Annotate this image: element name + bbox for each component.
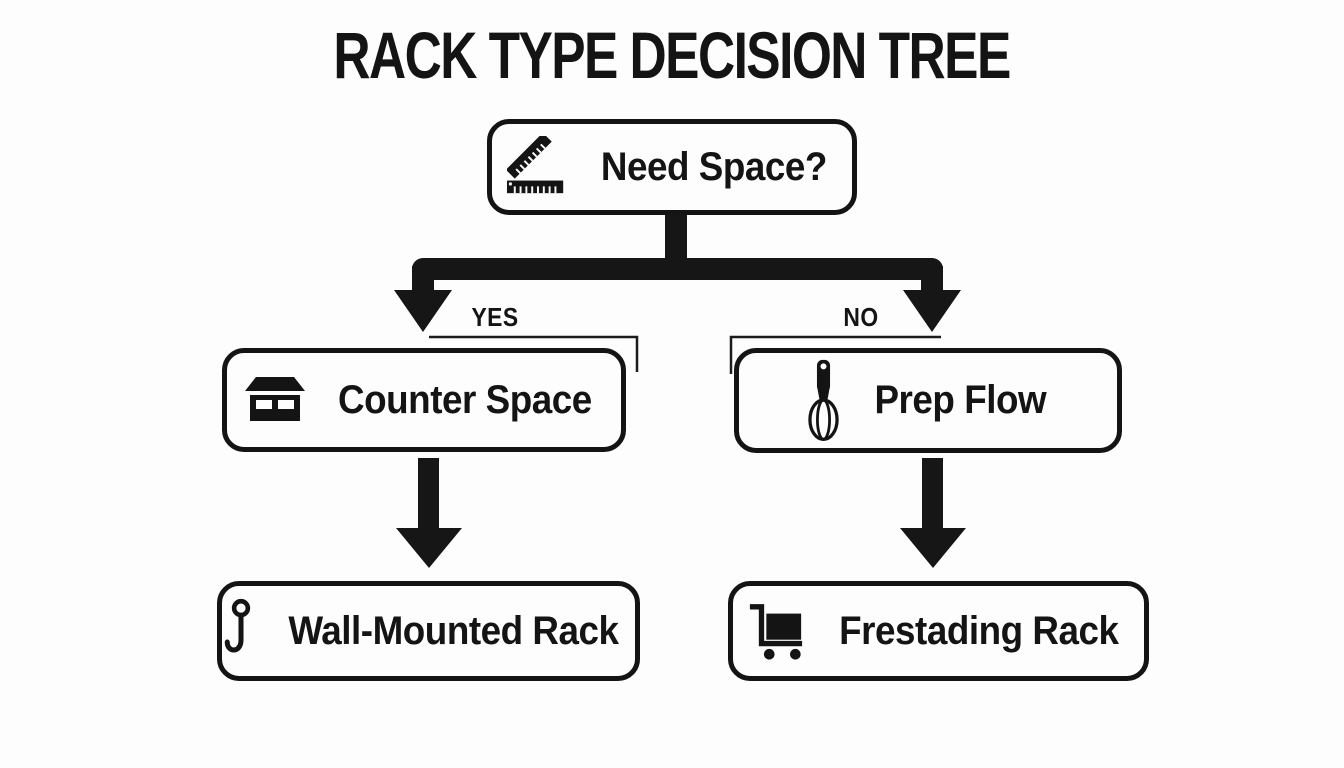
node-label: Frestading Rack xyxy=(838,608,1119,653)
hook-icon xyxy=(224,598,258,664)
counter-down-arrowhead-icon xyxy=(396,528,462,568)
node-label: Prep Flow xyxy=(874,378,1047,422)
cart-icon xyxy=(747,599,805,663)
prep-down-arrowhead-icon xyxy=(900,528,966,568)
ruler-icon xyxy=(507,136,569,198)
page-title-text: RACK TYPE DECISION TREE xyxy=(333,18,1012,92)
counter-down-arrow-shaft xyxy=(418,458,439,530)
branch-bar xyxy=(412,258,943,280)
yes-branch-label: YES xyxy=(471,302,519,332)
whisk-icon xyxy=(802,358,845,444)
yes-arrowhead-icon xyxy=(394,290,452,332)
no-arrowhead-icon xyxy=(903,290,961,332)
counter-icon xyxy=(245,375,306,425)
node-counter-space: Counter Space xyxy=(222,348,626,452)
prep-down-arrow-shaft xyxy=(922,458,943,530)
node-prep-flow: Prep Flow xyxy=(734,348,1122,453)
page-title: RACK TYPE DECISION TREE xyxy=(0,22,1344,88)
trunk-stem xyxy=(665,213,687,262)
node-label: Wall-Mounted Rack xyxy=(288,608,619,653)
node-label: Counter Space xyxy=(338,377,592,422)
yes-arrow-stub xyxy=(412,266,434,292)
no-arrow-stub xyxy=(921,266,943,292)
no-branch-label: NO xyxy=(843,302,879,332)
node-wall-mounted-rack: Wall-Mounted Rack xyxy=(217,581,640,681)
node-need-space: Need Space? xyxy=(487,119,857,215)
node-freestanding-rack: Frestading Rack xyxy=(728,581,1149,681)
node-label: Need Space? xyxy=(600,144,828,189)
